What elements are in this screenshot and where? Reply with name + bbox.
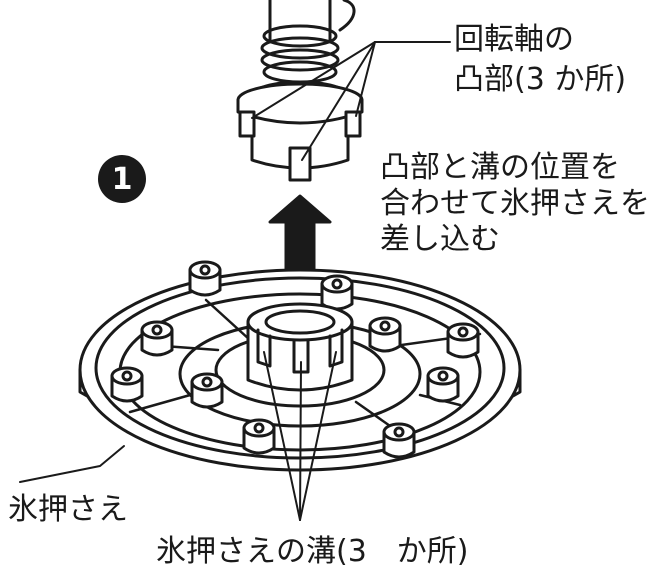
shaft-leader-lines <box>251 41 451 161</box>
groove-leader-lines <box>263 351 337 521</box>
shaft-label-line1: 回転軸の <box>454 22 574 57</box>
instruction-line1: 凸部と溝の位置を <box>380 150 620 185</box>
instruction-line3: 差し込む <box>380 222 500 257</box>
ice-press-grooves-label: 氷押さえの溝(3 か所) <box>156 534 469 569</box>
step-number-badge: 1 <box>98 155 146 203</box>
rotating-shaft <box>236 0 364 182</box>
ice-press-leader-line <box>19 445 125 483</box>
ice-press-label: 氷押さえ <box>8 492 128 527</box>
shaft-label-line2: 凸部(3 か所) <box>454 62 627 97</box>
instruction-line2: 合わせて氷押さえを <box>380 186 648 221</box>
